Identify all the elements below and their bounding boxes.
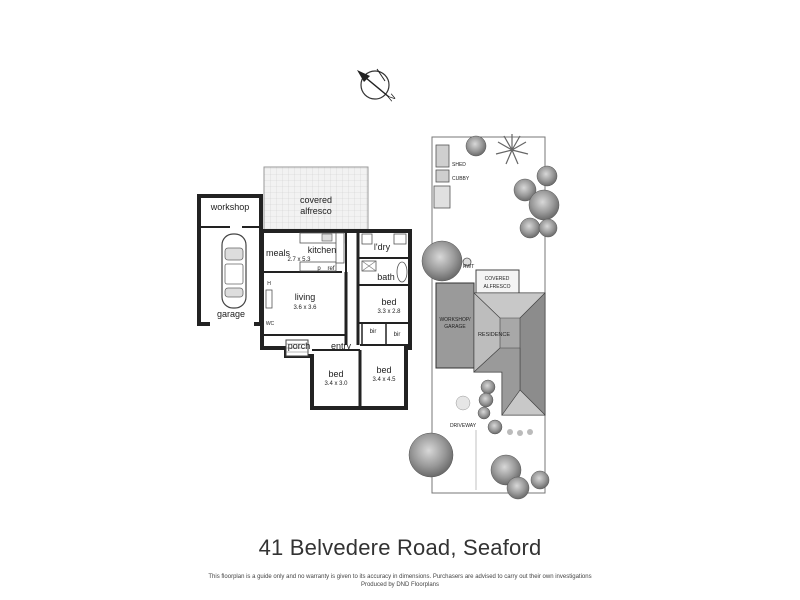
shrub-icon [517, 430, 523, 436]
address-title: 41 Belvedere Road, Seaford [258, 535, 542, 560]
label-site-garage: GARAGE [444, 324, 466, 330]
label-kitchen: kitchen [308, 245, 337, 255]
label-h: H [267, 281, 271, 287]
tree-icon [487, 419, 503, 435]
site-covered-alfresco [475, 269, 520, 295]
label-bed3: bed [376, 365, 391, 375]
label-rwt: RWT [463, 264, 474, 270]
tree-icon [530, 470, 550, 490]
label-cubby: CUBBY [452, 176, 470, 182]
north-arrow-icon: N [357, 68, 397, 104]
shrub-icon [527, 429, 533, 435]
label-bir1: bir [370, 329, 377, 335]
tree-icon [465, 135, 487, 157]
shed [435, 144, 450, 168]
cubby [435, 169, 450, 183]
siteplan: SHED CUBBY COVERED ALFRESCO WORKSHOP/ GA… [408, 134, 560, 500]
tree-icon [506, 476, 530, 500]
label-kitchen-dim: 2.7 x 5.3 [287, 257, 311, 263]
tree-icon [477, 406, 491, 420]
label-bed3-dim: 3.4 x 4.5 [372, 377, 396, 383]
shrub-icon [507, 429, 513, 435]
label-entry: entry [331, 341, 352, 351]
label-bath: bath [377, 272, 395, 282]
rwt-tank [462, 257, 472, 267]
label-covered: covered [300, 195, 332, 205]
tree-icon [455, 395, 471, 411]
tree-icon [538, 218, 558, 238]
label-driveway: DRIVEWAY [450, 423, 477, 429]
compass-letter: N [386, 92, 397, 104]
label-wc: WC [266, 321, 275, 327]
label-laundry: l'dry [374, 242, 391, 252]
label-garage: garage [217, 309, 245, 319]
label-shed: SHED [452, 162, 466, 168]
tree-icon [408, 432, 454, 478]
house-walls [260, 229, 412, 410]
label-site-covered: COVERED [485, 276, 510, 282]
tree-icon [490, 454, 522, 486]
producer-text: Produced by DND Floorplans [360, 582, 440, 588]
tree-icon [478, 392, 494, 408]
label-living-dim: 3.6 x 3.6 [293, 305, 317, 311]
label-site-alfresco: ALFRESCO [484, 284, 511, 290]
tree-icon [480, 379, 496, 395]
label-p: p [317, 266, 321, 272]
tree-icon [421, 240, 463, 282]
label-bed2-dim: 3.4 x 3.0 [324, 381, 348, 387]
tree-icon [519, 217, 541, 239]
label-ref: ref [327, 266, 334, 272]
floorplan: workshop covered alfresco meals kitchen … [197, 166, 412, 410]
label-meals: meals [266, 248, 291, 258]
tree-icon [528, 189, 560, 221]
label-site-workshop: WORKSHOP/ [439, 317, 471, 323]
label-living: living [295, 292, 316, 302]
residence-roof [473, 292, 546, 416]
label-bed1: bed [381, 297, 396, 307]
label-bed2: bed [328, 369, 343, 379]
disclaimer-text: This floorplan is a guide only and no wa… [208, 574, 592, 580]
car-icon [221, 233, 247, 309]
label-alfresco: alfresco [300, 206, 332, 216]
label-workshop: workshop [210, 202, 250, 212]
label-residence: RESIDENCE [478, 332, 510, 338]
label-porch: porch [288, 341, 311, 351]
tree-icon [513, 178, 537, 202]
tree-icon [536, 165, 558, 187]
label-bir2: bir [394, 332, 401, 338]
label-bed1-dim: 3.3 x 2.8 [377, 309, 401, 315]
palm-icon [495, 134, 529, 165]
tree-icons [408, 134, 560, 500]
